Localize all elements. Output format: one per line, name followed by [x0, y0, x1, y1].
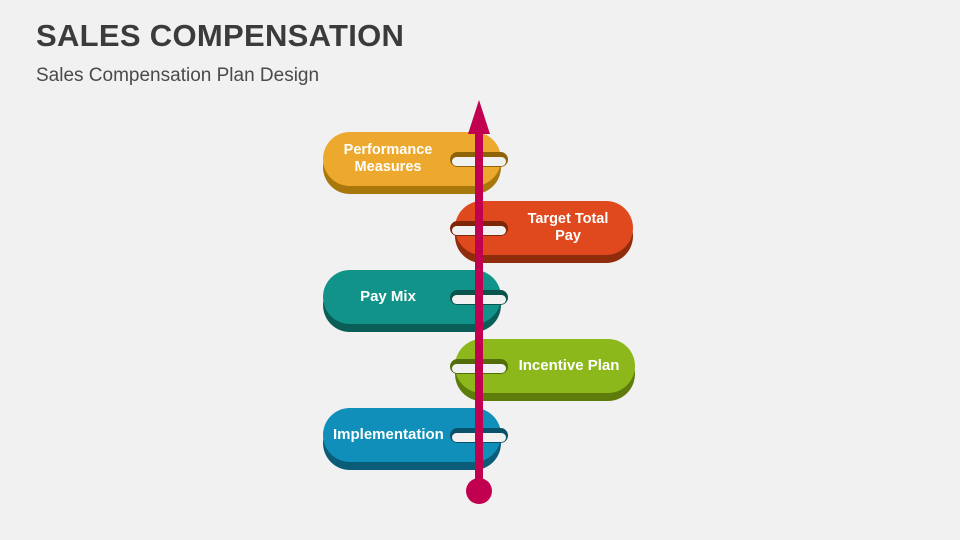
pill-slot-cutout: [450, 290, 508, 305]
pill-slot-hole: [452, 433, 506, 442]
page-subtitle: Sales Compensation Plan Design: [36, 64, 320, 86]
arrow-head-icon: [468, 100, 490, 134]
pill-slot-cutout: [450, 152, 508, 167]
process-step-label: Implementation: [333, 426, 444, 444]
process-step-implementation[interactable]: Implementation: [323, 408, 508, 470]
arrow-start-dot: [466, 478, 492, 504]
pill-slot-cutout: [450, 428, 508, 443]
slide-header: SALES COMPENSATION Sales Compensation Pl…: [36, 18, 836, 87]
pill-slot-hole: [452, 157, 506, 166]
process-step-incentive-plan[interactable]: Incentive Plan: [450, 339, 635, 401]
process-step-label: Pay Mix: [360, 288, 416, 306]
page-title: SALES COMPENSATION: [36, 18, 405, 53]
process-step-pay-mix[interactable]: Pay Mix: [323, 270, 508, 332]
pill-slot-hole: [452, 226, 506, 235]
process-step-label: Incentive Plan: [518, 357, 620, 375]
pill-slot-cutout: [450, 221, 508, 236]
pill-slot-cutout: [450, 359, 508, 374]
pill-slot-hole: [452, 295, 506, 304]
pill-slot-hole: [452, 364, 506, 373]
